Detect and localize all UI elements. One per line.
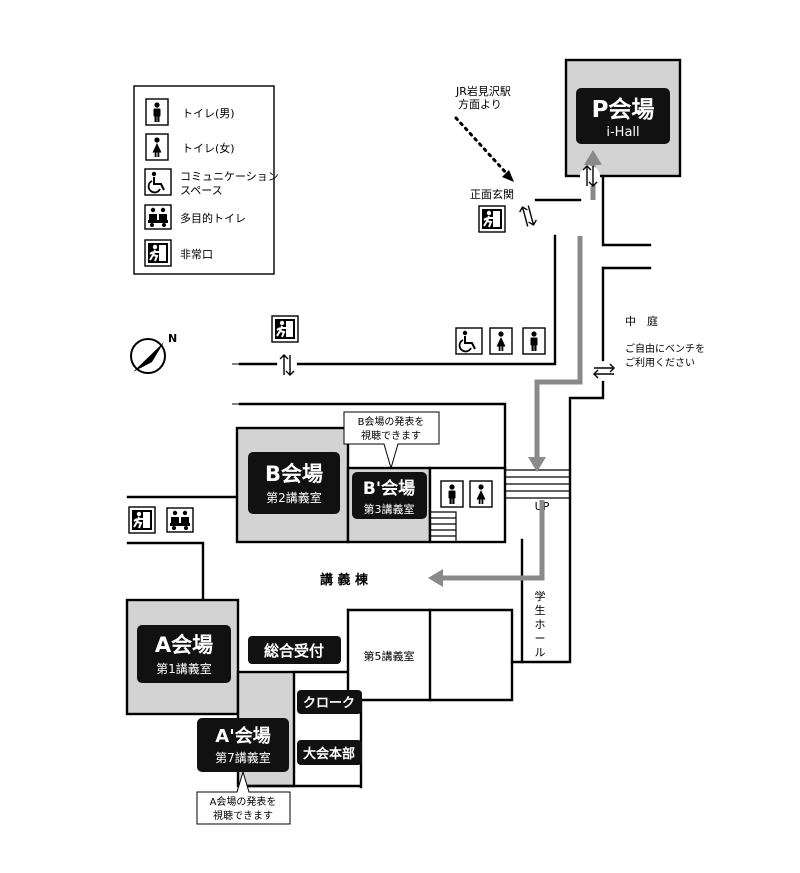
svg-text:ル: ル (535, 646, 546, 659)
west-door-icon (276, 354, 298, 376)
svg-text:ホ: ホ (535, 618, 546, 631)
legend-comm-label-2: スペース (180, 184, 223, 197)
p-hall: P会場 i-Hall (564, 58, 682, 178)
toilet-female-icon (145, 133, 169, 161)
b-callout-line1: B会場の発表を (358, 415, 425, 428)
entrance-exit-icon (478, 205, 506, 233)
legend-exit-label: 非常口 (180, 248, 213, 261)
courtyard-label: 中 庭 (625, 314, 658, 328)
north-compass-icon: N (130, 332, 177, 374)
b-callout: B会場の発表を 視聴できます (343, 411, 440, 470)
legend-comm-label-1: コミュニケーション (180, 170, 279, 183)
a-callout-line2: 視聴できます (213, 809, 273, 822)
legend-female-label: トイレ(女) (182, 141, 235, 155)
multipurpose-toilet-icon (144, 204, 172, 230)
b-venue-plate (248, 452, 340, 514)
legend-male-label: トイレ(男) (182, 107, 235, 120)
front-entrance-label: 正面玄関 (470, 187, 514, 201)
a-callout-line1: A会場の発表を (210, 795, 277, 808)
bench-note-line1: ご自由にベンチを (625, 342, 705, 355)
b-exit-icon (128, 506, 156, 534)
north-label: N (168, 332, 177, 345)
b-stairs (430, 511, 457, 542)
jr-route-dots (454, 116, 510, 177)
a-venue-subtitle: 第1講義室 (156, 661, 212, 676)
wheelchair-icon (455, 327, 483, 355)
a-venue-title: A会場 (155, 633, 213, 657)
student-hall-label: 学 生 ホ ー ル (535, 589, 546, 659)
route-arrowhead-left (428, 569, 443, 587)
west-exit-icon (271, 315, 299, 343)
emergency-exit-icon (144, 239, 172, 267)
main-stairs (505, 469, 570, 499)
a-prime-venue-title: A'会場 (215, 725, 270, 747)
b-prime-venue-title: B'会場 (363, 478, 415, 499)
cloak-label: クローク (303, 696, 355, 711)
courtyard-door-icon (593, 360, 615, 382)
jr-direction-line2: 方面より (458, 97, 502, 111)
toilet-female-icon (469, 480, 493, 508)
a-venue-plate (137, 625, 231, 683)
legend-multi-label: 多目的トイレ (180, 211, 246, 225)
toilet-female-icon (489, 327, 513, 355)
svg-text:学: 学 (535, 589, 546, 603)
toilet-male-icon (522, 327, 546, 355)
p-hall-label-plate (576, 88, 670, 144)
hq-label: 大会本部 (303, 746, 355, 762)
jr-direction-line1: JR岩見沢駅 (455, 84, 511, 98)
p-hall-door-icon (579, 165, 601, 187)
a-prime-venue-plate (197, 718, 289, 772)
cloak-plate (297, 690, 362, 714)
a-prime-venue-subtitle: 第7講義室 (215, 750, 271, 765)
toilet-male-icon (440, 480, 464, 508)
a-callout: A会場の発表を 視聴できます (196, 770, 291, 825)
legend: トイレ(男) トイレ(女) コミュニケーション スペース 多目的トイレ 非常口 (133, 85, 279, 275)
jr-route-arrowhead (502, 170, 514, 182)
b-venue-title: B会場 (265, 462, 323, 486)
multipurpose-toilet-icon (166, 507, 194, 533)
p-hall-subtitle: i-Hall (606, 125, 639, 140)
reception-label: 総合受付 (264, 642, 324, 660)
p-hall-title: P会場 (592, 96, 655, 123)
wheelchair-icon (144, 168, 172, 196)
hq-plate (297, 740, 362, 765)
b-venue-subtitle: 第2講義室 (266, 490, 322, 505)
bench-note-line2: ご利用ください (625, 356, 695, 369)
route-arrowhead-up (584, 150, 602, 165)
route-arrowhead-down (528, 457, 546, 472)
lecture-building-label: 講 義 棟 (320, 572, 369, 588)
entrance-door-icon (515, 203, 541, 229)
b-prime-venue-subtitle: 第3講義室 (364, 502, 415, 516)
svg-text:ー: ー (535, 632, 546, 645)
toilet-male-icon (145, 98, 169, 126)
room5-label: 第5講義室 (364, 649, 415, 663)
b-prime-venue-plate (352, 472, 427, 519)
reception-plate (248, 636, 341, 664)
b-callout-line2: 視聴できます (361, 429, 421, 442)
building-walls (126, 174, 652, 789)
svg-text:生: 生 (535, 603, 546, 617)
